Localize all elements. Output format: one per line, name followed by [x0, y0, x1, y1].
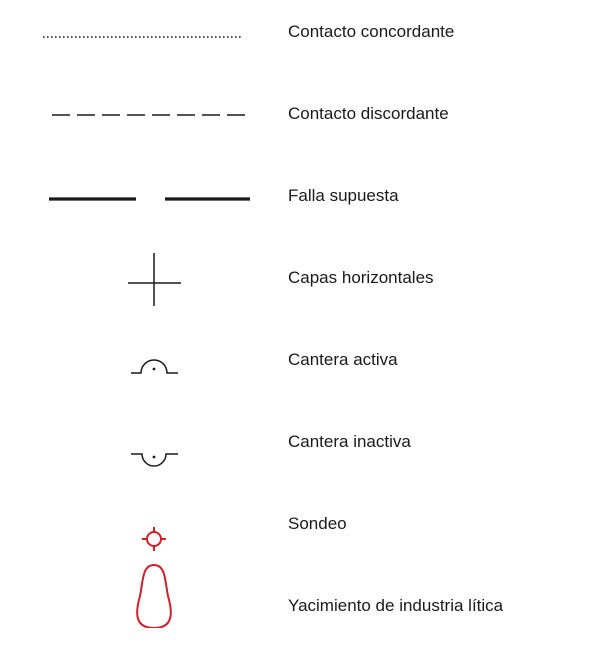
legend-label: Contacto discordante — [288, 104, 449, 123]
thick-broken-line-icon — [40, 166, 260, 226]
legend-item-cantera-activa: Cantera activa — [0, 330, 603, 390]
legend-label: Sondeo — [288, 514, 347, 533]
inactive-quarry-icon — [40, 412, 260, 472]
legend-label: Falla supuesta — [288, 186, 399, 205]
legend-item-contacto-discordante: Contacto discordante — [0, 84, 603, 144]
cross-icon — [40, 248, 260, 308]
legend-label: Yacimiento de industria lítica — [288, 596, 504, 615]
dotted-line-icon — [40, 2, 260, 62]
legend-label: Capas horizontales — [288, 268, 434, 287]
legend-item-yacimiento-industria-litica: Yacimiento de industria lítica — [0, 563, 603, 636]
dashed-line-icon — [40, 84, 260, 144]
legend-item-sondeo: Sondeo — [0, 494, 603, 554]
legend-item-falla-supuesta: Falla supuesta — [0, 166, 603, 226]
legend-label: Contacto concordante — [288, 22, 455, 41]
lithic-site-icon — [40, 563, 260, 636]
borehole-icon — [40, 494, 260, 554]
legend-item-cantera-inactiva: Cantera inactiva — [0, 412, 603, 472]
legend-label: Cantera inactiva — [288, 432, 411, 451]
legend-label: Cantera activa — [288, 350, 398, 369]
legend-item-contacto-concordante: Contacto concordante — [0, 2, 603, 62]
legend-item-capas-horizontales: Capas horizontales — [0, 248, 603, 308]
active-quarry-icon — [40, 330, 260, 390]
